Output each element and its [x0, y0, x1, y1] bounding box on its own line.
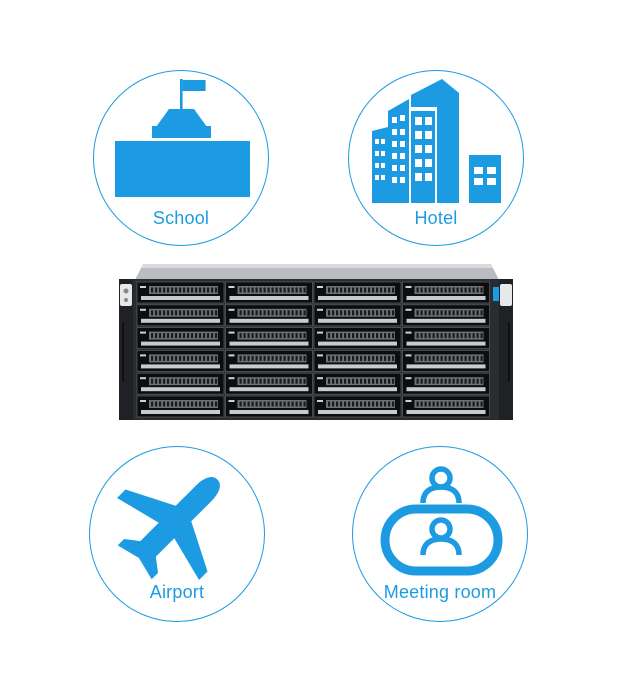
- drive-bay: [402, 304, 490, 327]
- drive-bay: [225, 327, 313, 349]
- drive-bay: [402, 327, 490, 349]
- drive-bay: [313, 372, 402, 395]
- scenario-school: School: [93, 70, 269, 246]
- drive-bay: [313, 327, 402, 349]
- school-label: School: [152, 208, 210, 228]
- school-icon: [115, 79, 250, 197]
- hotel-icon: [372, 79, 501, 203]
- drive-bay: [402, 281, 490, 304]
- drive-bay: [313, 281, 402, 304]
- rackmount-nas-server: [119, 264, 513, 420]
- scenario-airport: Airport: [89, 446, 265, 622]
- drive-bay: [313, 350, 402, 372]
- scenario-hotel: Hotel: [348, 70, 524, 246]
- drive-bay: [136, 372, 225, 395]
- drive-bay: [313, 304, 402, 327]
- drive-bay: [136, 327, 225, 349]
- scenario-meeting-room: Meeting room: [352, 446, 528, 622]
- airport-label: Airport: [149, 582, 205, 602]
- meeting-room-icon: [380, 466, 503, 576]
- drive-bay: [136, 395, 225, 418]
- drive-bay: [225, 281, 313, 304]
- drive-bays: [136, 281, 490, 418]
- drive-bay: [225, 372, 313, 395]
- meeting-room-label: Meeting room: [383, 582, 497, 602]
- drive-bay: [402, 350, 490, 372]
- drive-bay: [313, 395, 402, 418]
- hotel-label: Hotel: [414, 208, 458, 228]
- drive-bay: [402, 395, 490, 418]
- drive-bay: [136, 281, 225, 304]
- drive-bay: [402, 372, 490, 395]
- airplane-icon: [117, 477, 220, 580]
- drive-bay: [136, 304, 225, 327]
- drive-bay: [225, 350, 313, 372]
- drive-bay: [225, 304, 313, 327]
- drive-bay: [136, 350, 225, 372]
- drive-bay: [225, 395, 313, 418]
